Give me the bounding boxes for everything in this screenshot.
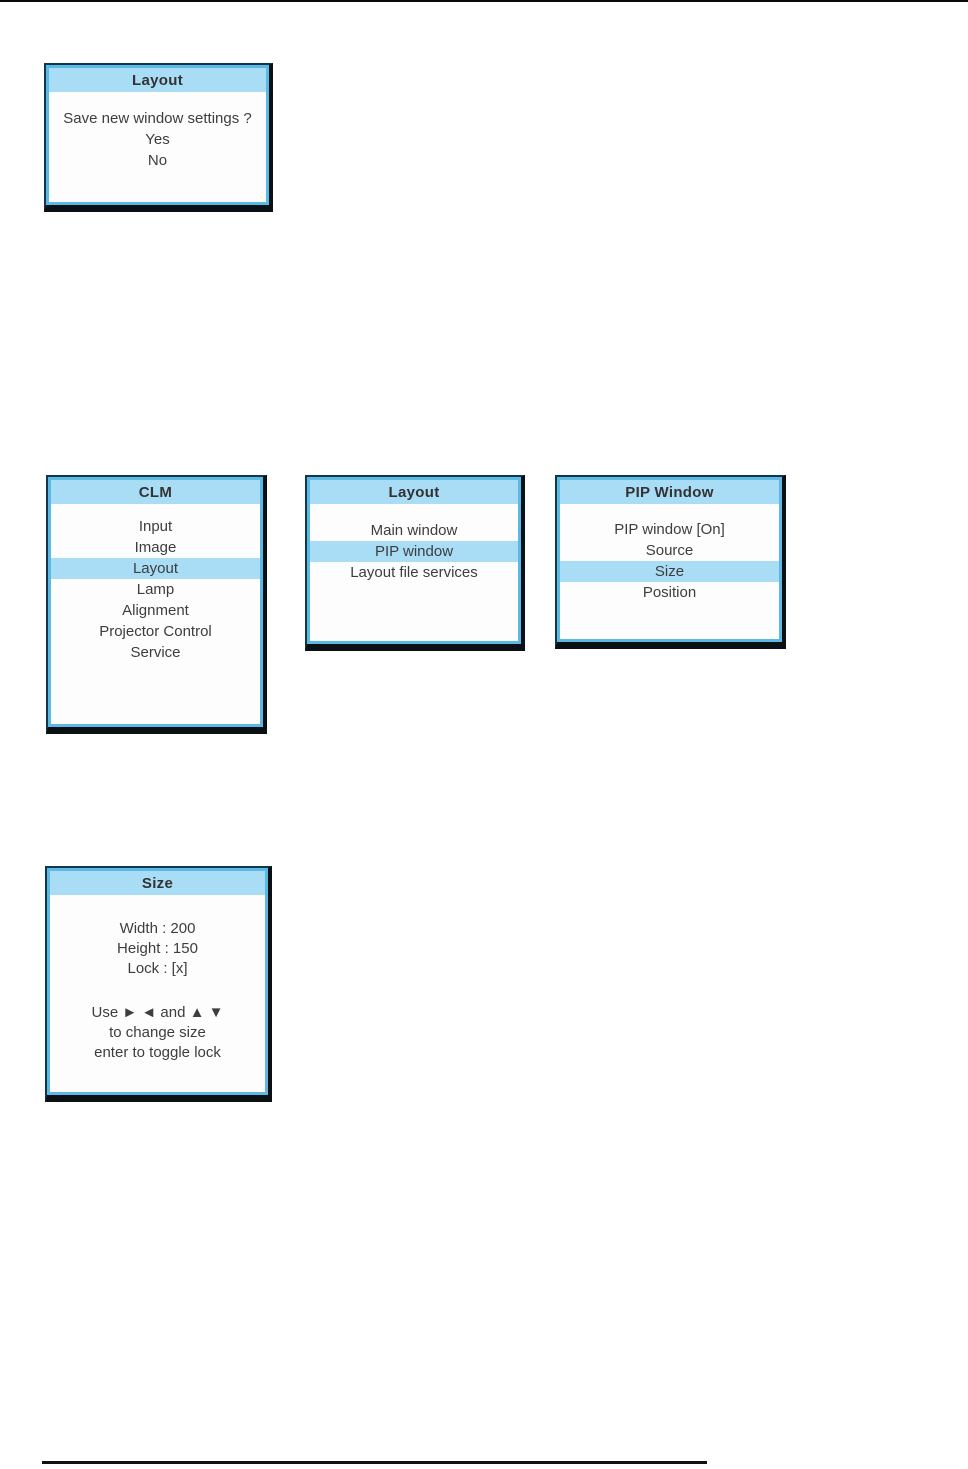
menu-item-image[interactable]: Image [134,539,177,556]
pip-window-menu: PIP Window PIP window [On] Source Size P… [555,475,786,649]
size-dialog-body: Width : 200 Height : 150 Lock : [x] Use … [50,895,265,1092]
menu-item-alignment[interactable]: Alignment [122,602,189,619]
lock-checkbox[interactable]: Lock : [x] [127,960,188,977]
save-settings-question: Save new window settings ? [63,110,252,127]
dialog-title: Layout [49,68,266,92]
menu-item-layout-file-services[interactable]: Layout file services [350,564,478,581]
dialog-title: PIP Window [560,480,779,504]
page-top-border [0,0,968,2]
width-field[interactable]: Width : 200 [119,920,196,937]
menu-item-lamp[interactable]: Lamp [136,581,175,598]
menu-item-input[interactable]: Input [138,518,173,535]
save-settings-dialog-frame: Layout Save new window settings ? Yes No [46,65,269,205]
menu-item-position[interactable]: Position [642,584,697,601]
pip-window-menu-frame: PIP Window PIP window [On] Source Size P… [557,477,782,642]
menu-item-main-window[interactable]: Main window [370,522,458,539]
dialog-title: CLM [51,480,260,504]
pip-window-menu-body: PIP window [On] Source Size Position [560,504,779,639]
menu-item-source[interactable]: Source [645,542,694,559]
menu-item-pip-window-on[interactable]: PIP window [On] [614,521,725,538]
option-no[interactable]: No [147,152,168,169]
instruction-arrows: Use ► ◄ and ▲ ▼ [91,1004,224,1021]
instruction-change-size: to change size [109,1024,206,1041]
size-dialog: Size Width : 200 Height : 150 Lock : [x]… [45,866,272,1102]
save-settings-dialog: Layout Save new window settings ? Yes No [44,63,273,212]
option-yes[interactable]: Yes [145,131,170,148]
menu-item-service[interactable]: Service [130,644,181,661]
menu-item-layout[interactable]: Layout [51,558,260,579]
height-field[interactable]: Height : 150 [117,940,198,957]
clm-menu-frame: CLM Input Image Layout Lamp Alignment Pr… [48,477,263,727]
save-settings-dialog-body: Save new window settings ? Yes No [49,92,266,202]
layout-menu: Layout Main window PIP window Layout fil… [305,475,525,651]
menu-item-size[interactable]: Size [560,561,779,582]
menu-item-projector-control[interactable]: Projector Control [99,623,212,640]
footer-rule [42,1461,707,1464]
layout-menu-body: Main window PIP window Layout file servi… [310,504,518,641]
blank-line [50,979,265,1003]
clm-menu: CLM Input Image Layout Lamp Alignment Pr… [46,475,267,734]
clm-menu-body: Input Image Layout Lamp Alignment Projec… [51,504,260,724]
dialog-title: Size [50,871,265,895]
dialog-title: Layout [310,480,518,504]
instruction-toggle-lock: enter to toggle lock [94,1044,221,1061]
layout-menu-frame: Layout Main window PIP window Layout fil… [307,477,521,644]
menu-item-pip-window[interactable]: PIP window [310,541,518,562]
size-dialog-frame: Size Width : 200 Height : 150 Lock : [x]… [47,868,268,1095]
